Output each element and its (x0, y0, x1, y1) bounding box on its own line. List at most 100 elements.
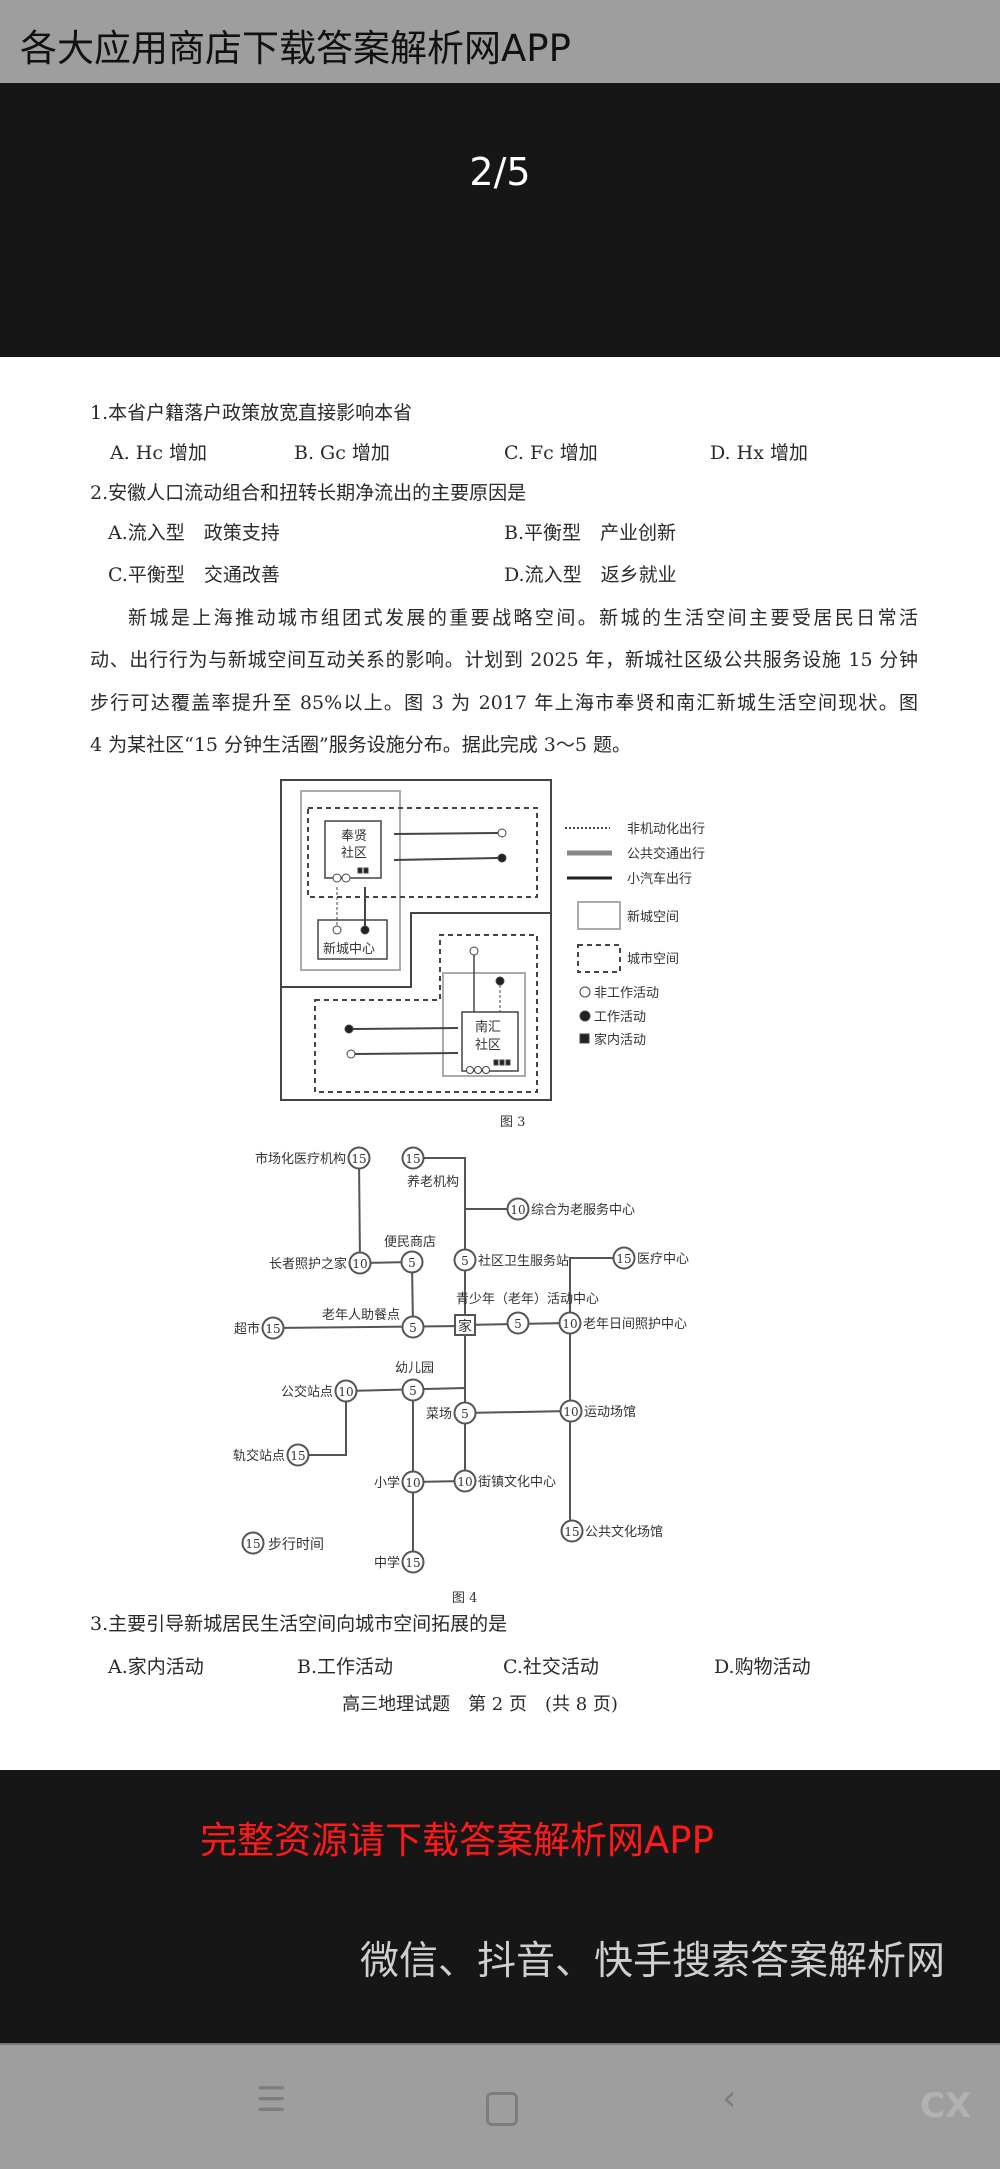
fig4-node-label: 公交站点 (281, 1384, 333, 1400)
fig4-node-circle (612, 1246, 636, 1270)
fig3-nonwork-dot (469, 946, 479, 956)
fig3-fengxian-box (324, 820, 382, 879)
navigation-bar (0, 2043, 1000, 2169)
q1-option-b: B. Gc 增加 (294, 442, 390, 464)
fig4-node-label: 运动场馆 (584, 1405, 636, 1420)
fig3-work-dot (360, 925, 370, 935)
q3-option-c: C.社交活动 (503, 1656, 599, 1678)
q1-option-d: D. Hx 增加 (710, 442, 808, 464)
fig3-center-box (317, 919, 388, 960)
fig4-node-circle (348, 1251, 372, 1275)
fig4-node-minutes: 15 (564, 1525, 579, 1539)
q2-option-b: B.平衡型 产业创新 (504, 522, 677, 544)
fig4-node-minutes: 15 (405, 1556, 420, 1570)
fig4-node-circle (506, 1197, 530, 1221)
fig4-node-circle (286, 1443, 310, 1467)
menu-icon[interactable]: ☰ (256, 2080, 287, 2120)
fig4-node-circle (559, 1399, 583, 1423)
fig4-node-label: 便民商店 (384, 1235, 436, 1250)
fig4-node-minutes: 5 (461, 1407, 469, 1421)
fig3-nanhui-label-1: 南汇 (475, 1019, 501, 1035)
fig4-node-circle (506, 1311, 530, 1335)
fig4-node-circle (560, 1519, 584, 1543)
fig4-node-label: 轨交站点 (233, 1448, 285, 1464)
page-footer: 高三地理试题 第 2 页 (共 8 页) (342, 1694, 618, 1715)
fig4-node-circle (558, 1311, 582, 1335)
passage-line-1: 新城是上海推动城市组团式发展的重要战略空间。新城的生活空间主要受居民日常活 (128, 607, 918, 629)
q1-option-c: C. Fc 增加 (504, 442, 598, 464)
fig4-node-label: 菜场 (426, 1407, 452, 1422)
fig4-node-minutes: 15 (290, 1449, 305, 1463)
passage-line-4: 4 为某社区“15 分钟生活圈”服务设施分布。据此完成 3～5 题。 (90, 734, 632, 756)
fig3-legend-work: 工作活动 (594, 1010, 646, 1025)
fig3-legend-transit: 公共交通出行 (627, 846, 705, 862)
fig4-home-box (454, 1314, 476, 1336)
fig3-fengxian-label-2: 社区 (341, 845, 367, 861)
fig3-nanhui-label-2: 社区 (475, 1037, 501, 1053)
fig4-paths (272, 1157, 614, 1562)
fig4-node-circle (453, 1248, 477, 1272)
corner-label: CX (920, 2086, 972, 2126)
passage-line-3: 步行可达覆盖率提升至 85%以上。图 3 为 2017 年上海市奉贤和南汇新城生… (90, 692, 918, 714)
fig3-legend-car: 小汽车出行 (627, 871, 692, 887)
fig3-nonwork-dot (332, 925, 342, 935)
fig4-caption: 图 4 (452, 1591, 477, 1606)
fig3-center-label: 新城中心 (323, 941, 375, 957)
fig3-car-line (393, 832, 499, 835)
fig3-legend-home: 家内活动 (594, 1032, 646, 1048)
viewer-top-bar (0, 83, 1000, 357)
fig3-legend-newcity: 新城空间 (627, 909, 679, 925)
passage-line-2: 动、出行行为与新城空间互动关系的影响。计划到 2025 年，新城社区级公共服务设… (90, 649, 918, 671)
fig3-legend-city: 城市空间 (627, 951, 679, 967)
fig4-node-label: 街镇文化中心 (478, 1475, 556, 1490)
fig4-node-label: 市场化医疗机构 (255, 1151, 346, 1167)
status-bar (0, 0, 1000, 83)
fig4-node-label: 老年人助餐点 (322, 1307, 400, 1323)
fig4-node-label: 中学 (374, 1555, 400, 1571)
fig3-fengxian-label-1: 奉贤 (341, 829, 367, 844)
q3-option-a: A.家内活动 (108, 1656, 204, 1678)
fig4-node-label: 养老机构 (407, 1174, 459, 1190)
q1-option-a: A. Hc 增加 (110, 442, 208, 464)
fig4-home-label: 家 (458, 1318, 472, 1335)
fig4-node-circle (400, 1250, 424, 1274)
fig4-node-minutes: 5 (408, 1256, 416, 1270)
fig4-node-minutes: 5 (409, 1384, 417, 1398)
q1-stem: 1.本省户籍落户政策放宽直接影响本省 (90, 402, 413, 424)
back-icon[interactable]: ‹ (722, 2078, 737, 2119)
q3-option-d: D.购物活动 (714, 1656, 811, 1678)
q2-option-a: A.流入型 政策支持 (108, 522, 280, 544)
fig4-node-circle (401, 1146, 425, 1170)
fig4-node-circle (401, 1315, 425, 1339)
fig4-node-label: 医疗中心 (637, 1252, 689, 1267)
fig4-node-circle (347, 1146, 371, 1170)
fig4-node-minutes: 15 (616, 1252, 631, 1266)
q2-option-c: C.平衡型 交通改善 (108, 564, 280, 586)
fig4-node-circle (401, 1550, 425, 1574)
watermark-bottom: 微信、抖音、快手搜索答案解析网 (360, 1939, 946, 1984)
fig4-node-circle (401, 1378, 425, 1402)
fig3-nonwork-dot (497, 828, 507, 838)
fig3-newcity-space-bottom (442, 972, 526, 1077)
fig3-work-dot (495, 976, 505, 986)
fig4-node-label: 长者照护之家 (269, 1256, 347, 1272)
fig4-legend-value: 15 (245, 1537, 260, 1551)
fig3-work-dot (497, 853, 507, 863)
fig4-node-minutes: 10 (510, 1203, 525, 1217)
watermark-top: 各大应用商店下载答案解析网APP (20, 27, 571, 70)
fig4-node-minutes: 5 (514, 1317, 522, 1331)
q3-option-b: B.工作活动 (297, 1656, 394, 1678)
fig4-legend-circle (241, 1531, 265, 1555)
fig4-node-circle (261, 1316, 285, 1340)
fig4-node-minutes: 5 (409, 1321, 417, 1335)
fig4-node-label: 老年日间照护中心 (583, 1317, 687, 1332)
fig4-node-minutes: 10 (405, 1476, 420, 1490)
home-icon[interactable] (486, 2092, 518, 2126)
watermark-center: 完整资源请下载答案解析网APP (200, 1819, 714, 1862)
fig4-node-label: 超市 (234, 1321, 260, 1337)
fig4-node-minutes: 15 (351, 1152, 366, 1166)
viewer-bottom-bar (0, 1770, 1000, 2043)
fig4-node-circle (401, 1470, 425, 1494)
